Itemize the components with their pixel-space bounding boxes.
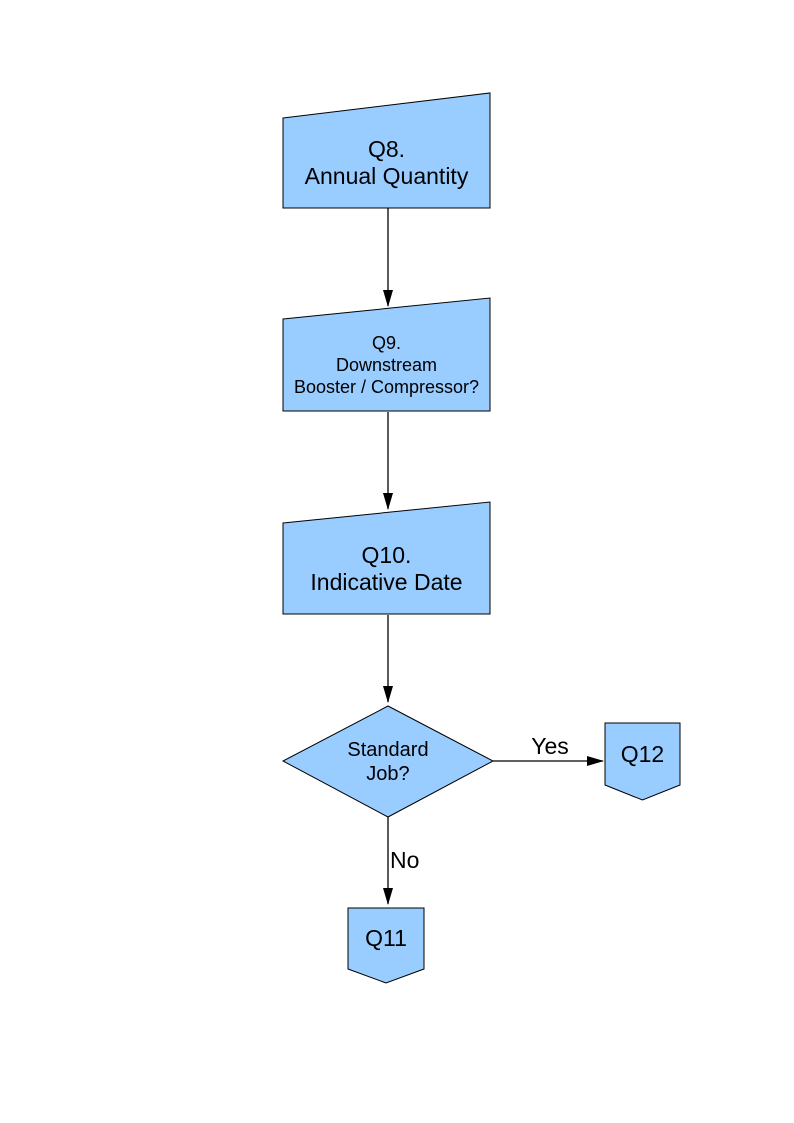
- q11-connector-shape[interactable]: [347, 907, 425, 984]
- q8-node-shape[interactable]: [282, 92, 491, 209]
- decision-diamond-shape[interactable]: [281, 705, 495, 818]
- q9-node-shape[interactable]: [282, 297, 491, 412]
- q12-connector-shape[interactable]: [604, 722, 681, 801]
- q10-node-shape[interactable]: [282, 501, 491, 615]
